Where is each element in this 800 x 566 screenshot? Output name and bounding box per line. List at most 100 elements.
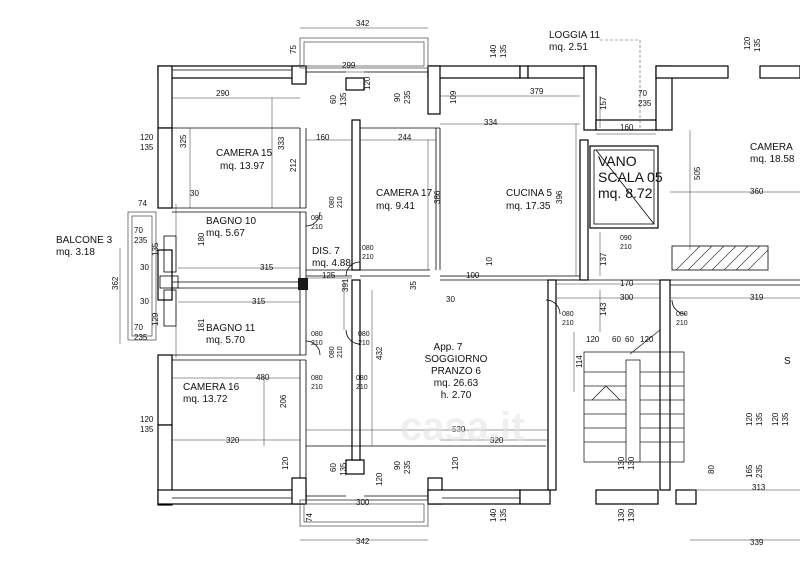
dim-label: 143: [599, 302, 608, 316]
inner-walls: [172, 127, 800, 478]
dim-label: 135: [753, 38, 762, 52]
dim-label: 109: [449, 90, 458, 104]
dim-label: 342: [356, 537, 370, 546]
dim-label: 244: [398, 133, 412, 142]
room-name-soggiorno: SOGGIORNO: [425, 354, 488, 365]
room-name-camera-16: CAMERA 16: [183, 382, 240, 393]
dim-label: 135: [499, 508, 508, 522]
dim-label: 120: [771, 412, 780, 426]
dim-label: 135: [151, 242, 160, 256]
door-width-label: 080: [329, 196, 336, 208]
dim-label: 100: [466, 271, 480, 280]
door-swings: [305, 211, 687, 356]
door-width-label: 080: [676, 311, 688, 318]
dim-label: 60: [329, 95, 338, 104]
door-width-label: 080: [362, 245, 374, 252]
dim-label: 35: [409, 281, 418, 290]
dim-label: 235: [134, 236, 148, 245]
dim-label: 313: [752, 483, 766, 492]
dim-label: 130: [617, 508, 626, 522]
room-line-app: App. 7: [434, 342, 463, 353]
dim-label: 206: [279, 394, 288, 408]
room-height-soggiorno: h. 2.70: [441, 390, 472, 401]
dim-label: 386: [433, 190, 442, 204]
dim-label: 120: [140, 415, 154, 424]
dim-label: 75: [289, 45, 298, 54]
dim-label: 396: [555, 190, 564, 204]
door-height-label: 210: [356, 384, 368, 391]
door-width-label: 080: [358, 331, 370, 338]
dim-label: 325: [179, 134, 188, 148]
dim-label: 140: [489, 44, 498, 58]
room-name-camera-right: CAMERA: [750, 142, 793, 153]
door-height-label: 210: [676, 320, 688, 327]
dim-label: 315: [260, 263, 274, 272]
room-name-pranzo: PRANZO 6: [431, 366, 481, 377]
dim-label: 70: [134, 323, 143, 332]
dim-label: 170: [620, 279, 634, 288]
room-area-camera-16: mq. 13.72: [183, 394, 228, 405]
door-height-label: 210: [337, 346, 344, 358]
dim-label: 165: [745, 464, 754, 478]
door-height-label: 210: [358, 340, 370, 347]
dim-label: 432: [375, 346, 384, 360]
door-width-label: 080: [311, 331, 323, 338]
dim-label: 530: [452, 425, 466, 434]
door-width-label: 080: [329, 346, 336, 358]
room-name-bagno-10: BAGNO 10: [206, 216, 256, 227]
dim-label: 74: [138, 199, 147, 208]
room-name-balcone-3: BALCONE 3: [56, 235, 113, 246]
dim-label: 30: [190, 189, 199, 198]
room-labels: CAMERA 15 mq. 13.97 CAMERA 17 mq. 9.41 C…: [56, 30, 795, 405]
dim-label: 140: [489, 508, 498, 522]
dim-label: 391: [341, 278, 350, 292]
dim-label: 300: [356, 498, 370, 507]
dim-label: 120: [743, 36, 752, 50]
balconies: [299, 37, 429, 527]
outer-walls: [157, 65, 800, 506]
dim-label: 135: [781, 412, 790, 426]
dim-label: 342: [356, 19, 370, 28]
dim-label: 181: [197, 318, 206, 332]
door-height-label: 210: [311, 384, 323, 391]
dim-label: 339: [750, 538, 764, 547]
dim-label: 120: [745, 412, 754, 426]
balcone-3: [127, 211, 157, 341]
dim-label: 70: [638, 89, 647, 98]
dim-label: 135: [339, 462, 348, 476]
dim-label: 320: [226, 436, 240, 445]
dim-label: 212: [289, 158, 298, 172]
dim-label: 135: [140, 143, 154, 152]
dim-label: 290: [216, 89, 230, 98]
dim-label: 319: [750, 293, 764, 302]
bath-shafts: [159, 235, 308, 327]
dim-label: 137: [599, 252, 608, 266]
dim-label: 30: [140, 297, 149, 306]
dim-label: 120: [281, 456, 290, 470]
door-width-label: 080: [356, 375, 368, 382]
door-height-label: 210: [337, 196, 344, 208]
room-area-bagno-10: mq. 5.67: [206, 228, 245, 239]
dim-label: 300: [620, 293, 634, 302]
room-area-camera-17: mq. 9.41: [376, 201, 415, 212]
room-name-camera-17: CAMERA 17: [376, 188, 433, 199]
room-area-balcone-3: mq. 3.18: [56, 247, 95, 258]
dim-label: 30: [446, 295, 455, 304]
dim-label: 235: [134, 333, 148, 342]
dim-label: 120: [375, 472, 384, 486]
dim-label: 320: [490, 436, 504, 445]
room-area-vano: mq. 8.72: [598, 185, 653, 201]
dim-label: 10: [485, 257, 494, 266]
room-area-camera-15: mq. 13.97: [220, 161, 265, 172]
dim-label: 129: [151, 312, 160, 326]
dim-label: 60: [329, 463, 338, 472]
dim-label: 135: [140, 425, 154, 434]
room-area-bagno-11: mq. 5.70: [206, 335, 245, 346]
room-name-cucina-5: CUCINA 5: [506, 188, 553, 199]
door-width-label: 080: [311, 215, 323, 222]
dim-label: 120: [640, 335, 654, 344]
room-name-camera-15: CAMERA 15: [216, 148, 273, 159]
dim-label: 70: [134, 226, 143, 235]
door-height-label: 210: [620, 244, 632, 251]
room-name-bagno-11: BAGNO 11: [206, 323, 256, 334]
